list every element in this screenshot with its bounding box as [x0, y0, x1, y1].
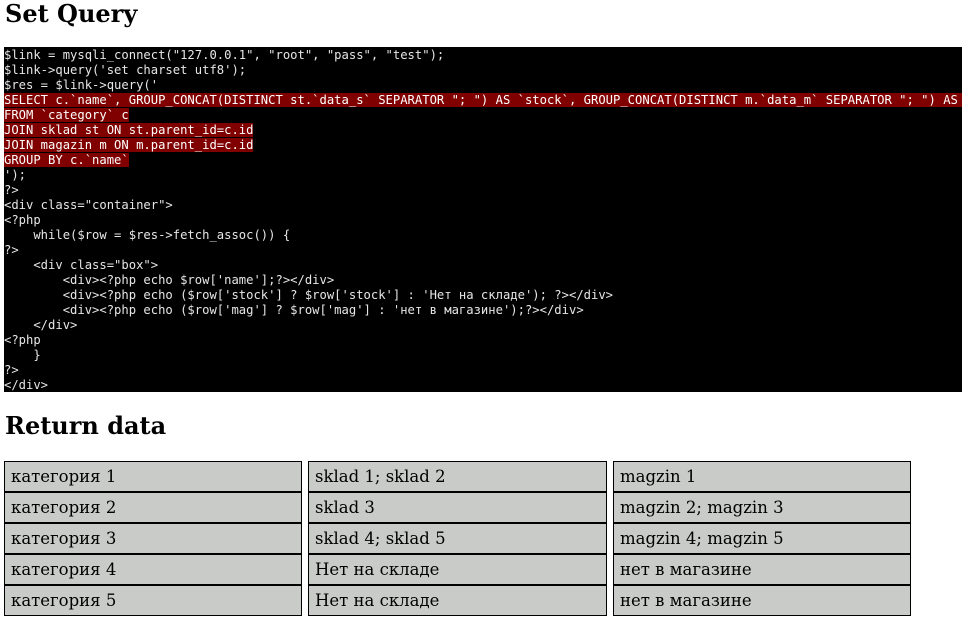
- code-line: <div><?php echo ($row['stock'] ? $row['s…: [4, 288, 614, 302]
- code-line: FROM `category` c: [4, 108, 129, 122]
- shop-cell: нет в магазине: [613, 554, 911, 585]
- shop-cell: нет в магазине: [613, 585, 911, 616]
- category-cell: категория 1: [4, 461, 302, 492]
- stock-cell: Нет на складе: [308, 554, 607, 585]
- code-line: }: [4, 348, 41, 362]
- code-line: <div class="container">: [4, 198, 173, 212]
- code-line: $link->query('set charset utf8');: [4, 63, 247, 77]
- code-line: SELECT c.`name`, GROUP_CONCAT(DISTINCT s…: [4, 93, 962, 107]
- code-line: $link = mysqli_connect("127.0.0.1", "roo…: [4, 48, 445, 62]
- category-cell: категория 2: [4, 492, 302, 523]
- code-line: ?>: [4, 243, 19, 257]
- code-line: ?>: [4, 363, 19, 377]
- shop-cell: magzin 1: [613, 461, 911, 492]
- code-line: <?php: [4, 213, 41, 227]
- code-line: JOIN magazin m ON m.parent_id=c.id: [4, 138, 254, 152]
- code-line: <div><?php echo ($row['mag'] ? $row['mag…: [4, 303, 584, 317]
- category-cell: категория 4: [4, 554, 302, 585]
- code-line: ');: [4, 168, 27, 182]
- shop-cell: magzin 4; magzin 5: [613, 523, 911, 554]
- category-cell: категория 3: [4, 523, 302, 554]
- code-line: while($row = $res->fetch_assoc()) {: [4, 228, 291, 242]
- code-text: $link = mysqli_connect("127.0.0.1", "roo…: [4, 47, 962, 392]
- code-line: </div>: [4, 378, 49, 392]
- code-line: <?php: [4, 333, 41, 347]
- code-line: JOIN sklad st ON st.parent_id=c.id: [4, 123, 254, 137]
- return-data-heading: Return data: [5, 411, 167, 440]
- code-line: <div class="box">: [4, 258, 159, 272]
- stock-cell: sklad 1; sklad 2: [308, 461, 607, 492]
- stock-cell: sklad 4; sklad 5: [308, 523, 607, 554]
- code-line: $res = $link->query(': [4, 78, 159, 92]
- stock-cell: Нет на складе: [308, 585, 607, 616]
- code-block: $link = mysqli_connect("127.0.0.1", "roo…: [4, 47, 962, 392]
- code-line: <div><?php echo $row['name'];?></div>: [4, 273, 335, 287]
- set-query-heading: Set Query: [5, 0, 138, 28]
- code-line: </div>: [4, 318, 78, 332]
- category-cell: категория 5: [4, 585, 302, 616]
- shop-cell: magzin 2; magzin 3: [613, 492, 911, 523]
- stock-cell: sklad 3: [308, 492, 607, 523]
- code-line: ?>: [4, 183, 19, 197]
- code-line: GROUP BY c.`name`: [4, 153, 129, 167]
